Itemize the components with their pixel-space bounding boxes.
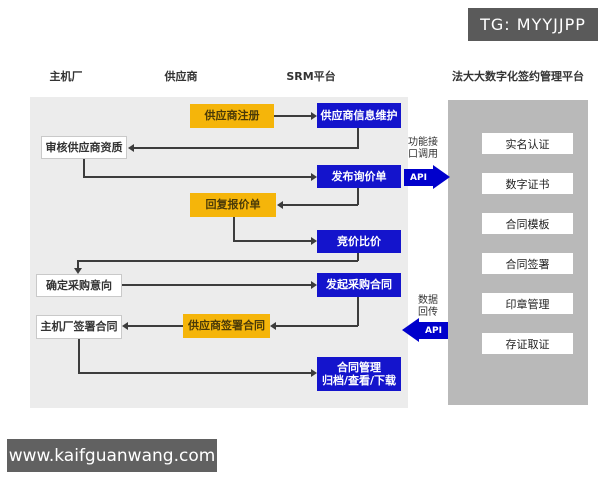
api-arrow-left-icon [402,318,419,342]
column-header-oem: 主机厂 [49,70,83,83]
flow-box-initiate-contract: 发起采购合同 [317,273,401,297]
service-box-contract-signing: 合同签署 [482,253,573,274]
watermark: www.kaifguanwang.com [7,439,217,472]
connector-line [78,372,311,374]
arrowhead-icon [270,322,276,330]
connector-line [283,204,358,206]
service-box-contract-template: 合同模板 [482,213,573,234]
connector-line [134,147,359,149]
flow-box-supplier-info: 供应商信息维护 [317,103,401,128]
flow-box-publish-inquiry: 发布询价单 [317,165,401,188]
service-box-real-name-auth: 实名认证 [482,133,573,154]
connector-line [77,260,79,268]
arrowhead-icon [74,268,82,274]
connector-line [83,159,85,177]
contract-management-line2: 归档/查看/下载 [321,374,397,387]
connector-line [357,253,359,261]
arrowhead-icon [311,173,317,181]
tg-badge: TG: MYYJJPP [468,8,598,41]
connector-line [276,325,358,327]
arrowhead-icon [277,201,283,209]
connector-line [128,325,183,327]
connector-line [77,260,358,262]
connector-line [357,297,359,326]
flow-box-supplier-register: 供应商注册 [190,104,274,128]
connector-line [233,240,311,242]
connector-line [122,284,311,286]
flow-box-supplier-sign-contract: 供应商签署合同 [183,314,270,338]
arrowhead-icon [311,112,317,120]
service-box-digital-cert: 数字证书 [482,173,573,194]
api-arrow-right-label: API [404,169,433,186]
connector-line [274,115,312,117]
api-arrow-right-icon [433,165,450,189]
api-arrow-left-label: API [419,322,448,339]
data-return-note: 数据 回传 [418,295,438,318]
connector-line [78,339,80,373]
column-header-supplier: 供应商 [164,70,198,83]
flow-box-confirm-intention: 确定采购意向 [36,274,122,297]
flow-box-review-qualification: 审核供应商资质 [41,136,127,159]
connector-line [233,217,235,241]
function-call-note: 功能接 口调用 [408,137,438,160]
connector-line [83,176,311,178]
arrowhead-icon [311,281,317,289]
flow-box-reply-quotation: 回复报价单 [190,193,276,217]
flow-box-contract-management: 合同管理 归档/查看/下载 [317,357,401,391]
flow-box-oem-sign-contract: 主机厂签署合同 [36,315,122,339]
arrowhead-icon [311,237,317,245]
flow-box-bidding-comparison: 竞价比价 [317,230,401,253]
connector-line [357,188,359,205]
contract-management-line1: 合同管理 [337,360,381,374]
arrowhead-icon [128,144,134,152]
service-box-evidence: 存证取证 [482,333,573,354]
service-box-seal-management: 印章管理 [482,293,573,314]
connector-line [357,128,359,148]
column-header-srm: SRM平台 [286,70,336,83]
arrowhead-icon [122,322,128,330]
arrowhead-icon [311,369,317,377]
column-header-fadada: 法大大数字化签约管理平台 [452,70,584,83]
